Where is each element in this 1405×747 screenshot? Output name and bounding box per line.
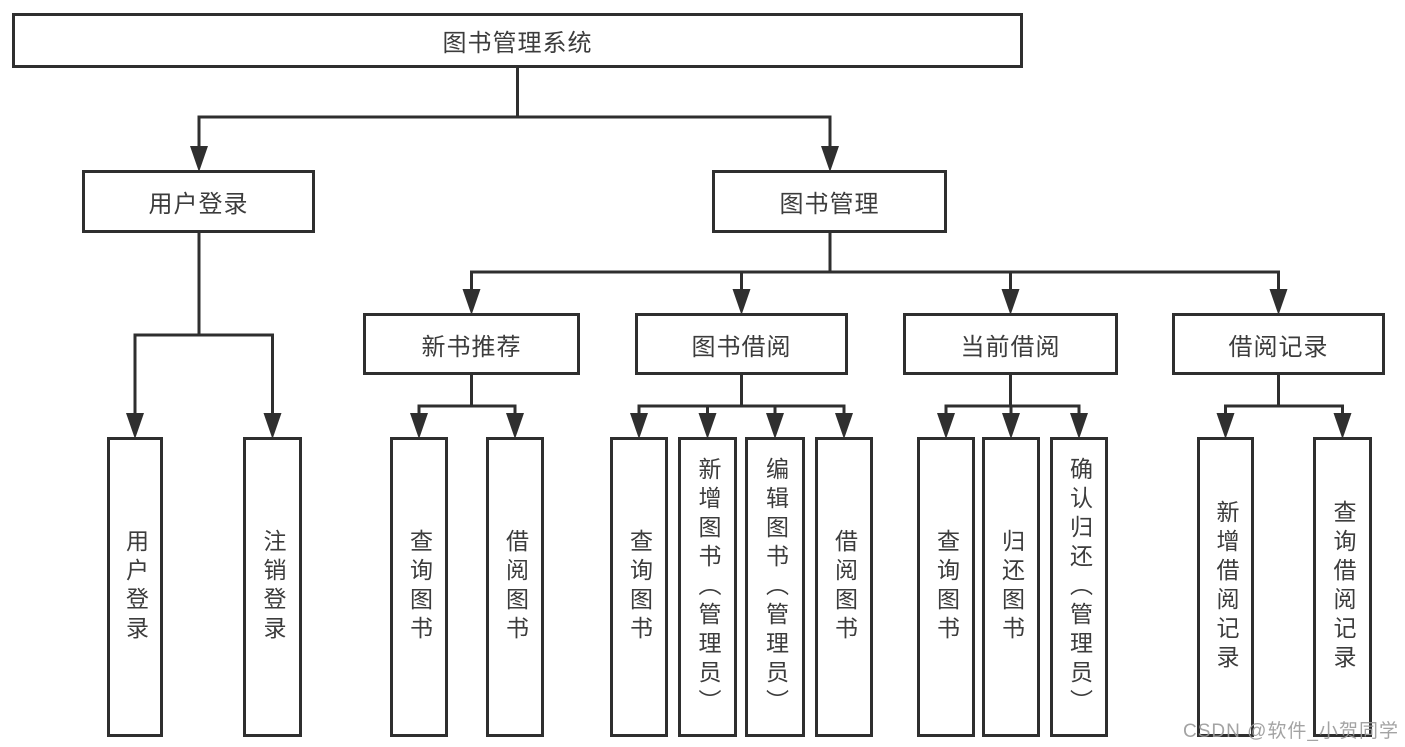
leaf-query-books-2: 查询图书 xyxy=(610,437,668,737)
leaf-query-books-1: 查询图书 xyxy=(390,437,448,737)
leaf-edit-books-admin: 编辑图书（管理员） xyxy=(745,437,805,737)
leaf-return-books-label: 归还图书 xyxy=(998,529,1025,645)
leaf-query-borrow-record: 查询借阅记录 xyxy=(1313,437,1372,737)
node-borrowing-records: 借阅记录 xyxy=(1172,313,1385,375)
leaf-logout: 注销登录 xyxy=(243,437,302,737)
connector-user-login xyxy=(133,233,274,432)
watermark: CSDN @软件_小贺同学 xyxy=(1183,721,1399,742)
leaf-logout-label: 注销登录 xyxy=(260,529,286,645)
leaf-query-books-1-label: 查询图书 xyxy=(406,529,433,645)
leaf-query-books-3-label: 查询图书 xyxy=(933,529,960,645)
connector-root xyxy=(197,68,832,166)
node-new-book-recommend: 新书推荐 xyxy=(363,313,580,375)
leaf-query-borrow-record-label: 查询借阅记录 xyxy=(1330,500,1356,674)
leaf-user-login-label: 用户登录 xyxy=(122,529,149,645)
node-user-login-label: 用户登录 xyxy=(148,191,249,218)
node-borrowing-records-label: 借阅记录 xyxy=(1228,333,1329,361)
root-node: 图书管理系统 xyxy=(12,13,1023,68)
leaf-add-borrow-record: 新增借阅记录 xyxy=(1197,437,1254,737)
leaf-edit-books-admin-label: 编辑图书（管理员） xyxy=(762,456,789,718)
root-node-label: 图书管理系统 xyxy=(442,30,593,57)
node-current-borrowing: 当前借阅 xyxy=(903,313,1118,375)
node-new-book-recommend-label: 新书推荐 xyxy=(421,333,522,361)
node-user-login: 用户登录 xyxy=(82,170,315,233)
leaf-confirm-return-admin-label: 确认归还（管理员） xyxy=(1066,456,1093,718)
connector-book-mgmt xyxy=(470,233,1280,308)
leaf-borrow-books-1-label: 借阅图书 xyxy=(502,529,529,645)
leaf-add-borrow-record-label: 新增借阅记录 xyxy=(1213,500,1239,674)
node-book-borrowing-label: 图书借阅 xyxy=(691,333,792,361)
leaf-confirm-return-admin: 确认归还（管理员） xyxy=(1050,437,1108,737)
leaf-borrow-books-2: 借阅图书 xyxy=(815,437,873,737)
leaf-query-books-3: 查询图书 xyxy=(917,437,975,737)
node-book-management: 图书管理 xyxy=(712,170,947,233)
connector-new-book xyxy=(417,375,517,432)
arrowheads xyxy=(126,146,1352,439)
leaf-query-books-2-label: 查询图书 xyxy=(626,529,653,645)
connector-book-borrow xyxy=(637,375,846,432)
node-current-borrowing-label: 当前借阅 xyxy=(960,333,1061,361)
leaf-add-books-admin: 新增图书（管理员） xyxy=(678,437,737,737)
leaf-borrow-books-1: 借阅图书 xyxy=(486,437,544,737)
leaf-return-books: 归还图书 xyxy=(982,437,1040,737)
leaf-user-login: 用户登录 xyxy=(107,437,163,737)
connector-records xyxy=(1224,375,1344,432)
node-book-borrowing: 图书借阅 xyxy=(635,313,848,375)
leaf-borrow-books-2-label: 借阅图书 xyxy=(831,529,858,645)
node-book-management-label: 图书管理 xyxy=(779,191,880,218)
leaf-add-books-admin-label: 新增图书（管理员） xyxy=(695,456,721,718)
